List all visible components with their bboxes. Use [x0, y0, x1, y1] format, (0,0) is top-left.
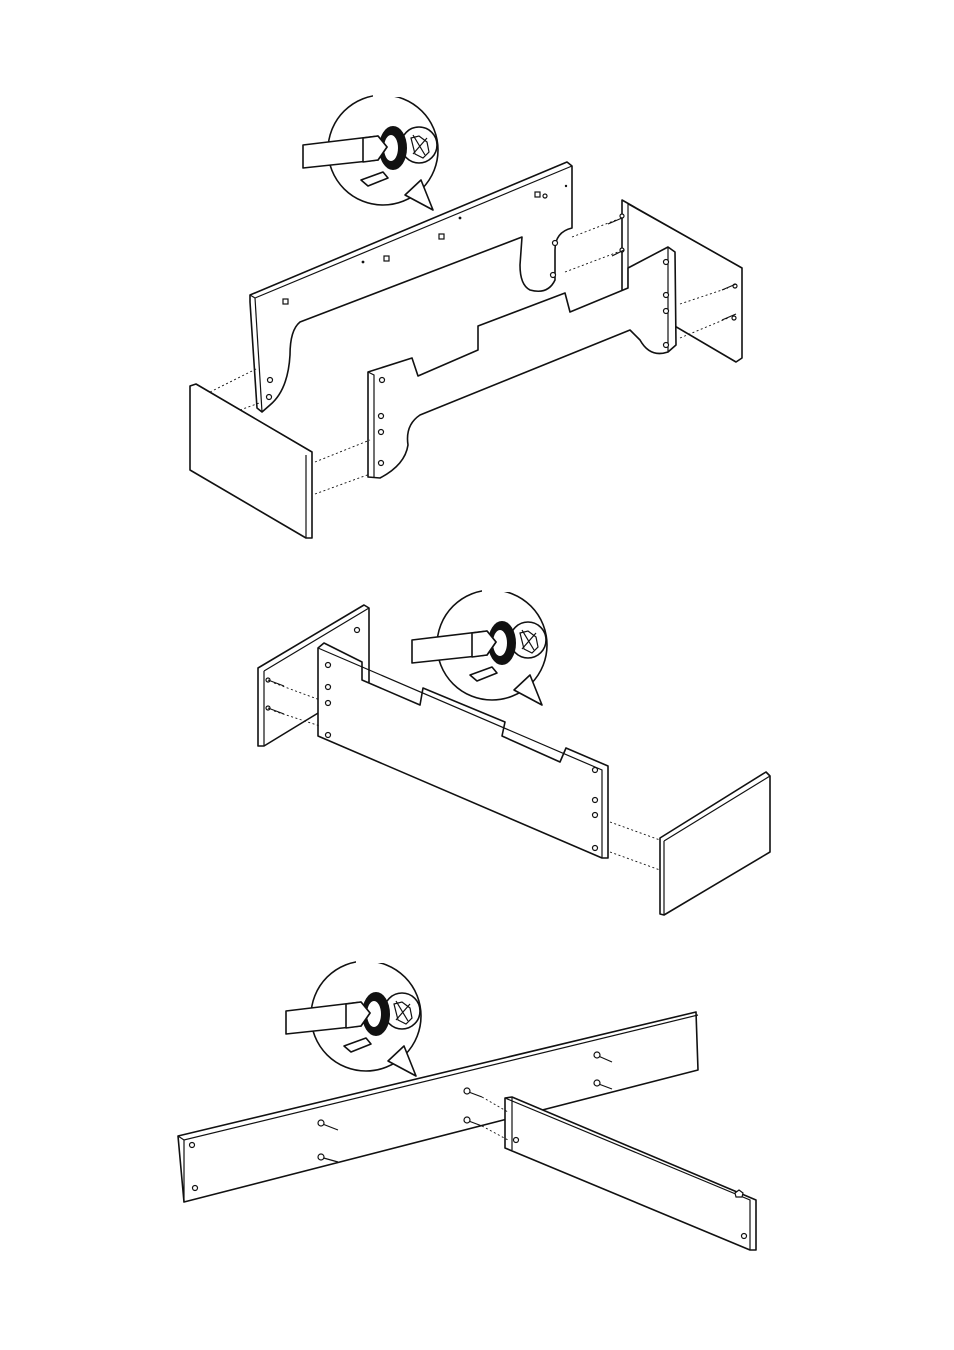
cross-rail [505, 1097, 756, 1250]
step-3-illustration [178, 961, 756, 1250]
step-2-illustration [258, 590, 770, 915]
step-1-illustration [190, 95, 742, 538]
left-side-panel [190, 384, 312, 538]
screwdriver-icon [303, 95, 438, 210]
screwdriver-icon [412, 590, 547, 705]
right-side-panel [660, 772, 770, 915]
screwdriver-icon [286, 961, 421, 1076]
